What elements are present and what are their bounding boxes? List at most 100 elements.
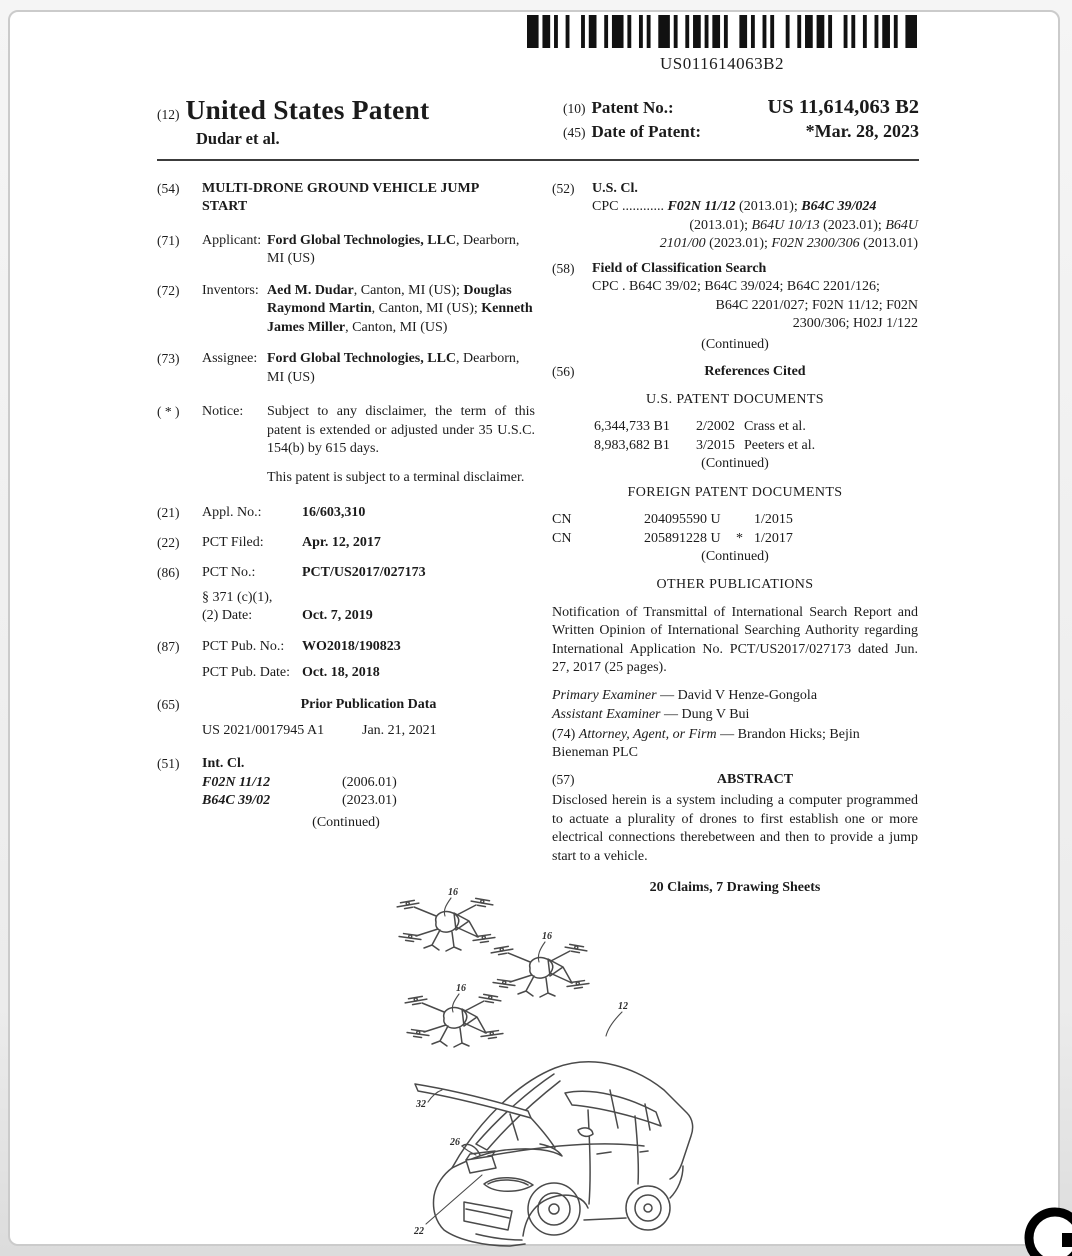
prior-pub-number: US 2021/0017945 A1: [202, 722, 325, 738]
pct-filed-value: Apr. 12, 2017: [302, 534, 381, 550]
pct-371-line: § 371 (c)(1),: [202, 589, 273, 605]
byline: Dudar et al.: [196, 129, 280, 148]
code-86: (86): [157, 565, 180, 581]
figure-label-drone-2: 16: [542, 931, 552, 942]
date-label: Date of Patent:: [591, 122, 702, 141]
citation-name: Crass et al.: [744, 419, 806, 435]
citation-number: 204095590 U: [644, 512, 721, 528]
citation-date: 3/2015: [696, 437, 735, 453]
prior-pub-heading: Prior Publication Data: [300, 697, 437, 713]
notice-body: Subject to any disclaimer, the term of t…: [267, 403, 535, 487]
code-71: (71): [157, 232, 180, 248]
int-cl-class: B64C 39/02: [202, 793, 271, 809]
code-21: (21): [157, 505, 180, 521]
cpc-line-3: 2101/00 (2023.01); F02N 2300/306 (2013.0…: [659, 236, 918, 252]
foreign-citation-row: CN 204095590 U 1/2015: [552, 511, 918, 529]
int-cl-heading: Int. Cl.: [202, 756, 245, 772]
foreign-citation-row: CN 205891228 U * 1/2017: [552, 530, 918, 548]
applicant-name: Ford Global Technologies, LLC: [267, 232, 457, 248]
section-notice: ( * ) Notice: Subject to any disclaimer,…: [157, 403, 535, 487]
assistant-examiner-line: Assistant Examiner — Dung V Bui: [552, 706, 918, 724]
applicant-rest: , Dearborn, MI (US): [267, 232, 520, 267]
code-54: (54): [157, 181, 180, 196]
pct-pub-date-label: PCT Pub. Date:: [202, 664, 291, 680]
field-search-line-3: 2300/306; H02J 1/122: [792, 316, 918, 332]
figure-label-vehicle: 12: [618, 1001, 628, 1012]
section-56-references: (56) References Cited U.S. PATENT DOCUME…: [552, 363, 918, 566]
citation-number: 6,344,733 B1: [594, 419, 670, 435]
figure-drawing: 16 16 16: [395, 887, 694, 1247]
cpc-line-1: CPC ............ F02N 11/12 (2013.01); B…: [592, 199, 877, 215]
section-72-inventors: (72) Inventors: Aed M. Dudar, Canton, MI…: [157, 282, 535, 337]
us-cl-heading: U.S. Cl.: [592, 181, 638, 196]
code-65: (65): [157, 697, 180, 713]
section-21-appl-no: (21) Appl. No.: 16/603,310: [157, 504, 535, 522]
code-52: (52): [552, 181, 575, 196]
pct-no-value: PCT/US2017/027173: [302, 565, 426, 581]
header-left: (12)United States Patent Dudar et al.: [157, 94, 429, 149]
field-search-line-1: CPC . B64C 39/02; B64C 39/024; B64C 2201…: [592, 279, 880, 295]
int-cl-version: (2006.01): [342, 774, 397, 790]
int-cl-class: F02N 11/12: [202, 774, 271, 790]
section-54-title: (54) MULTI-DRONE GROUND VEHICLE JUMP STA…: [157, 180, 535, 217]
section-87-pct-pub: (87) PCT Pub. No.: WO2018/190823 PCT Pub…: [157, 638, 535, 682]
patent-front-page: US011614063B2 (12)United States Patent D…: [8, 10, 1060, 1247]
assignee-name: Ford Global Technologies, LLC: [267, 351, 457, 367]
abstract-heading: ABSTRACT: [716, 771, 794, 787]
primary-examiner-name: — David V Henze-Gongola: [656, 687, 818, 703]
citation-date: 2/2002: [696, 419, 735, 435]
us-citation-row: 8,983,682 B1 3/2015 Peeters et al.: [552, 437, 918, 455]
field-search-heading: Field of Classification Search: [592, 260, 767, 276]
notice-paragraph-1: Subject to any disclaimer, the term of t…: [267, 404, 535, 457]
pct-date-value: Oct. 7, 2019: [302, 607, 373, 623]
patent-date-row: (45) Date of Patent: *Mar. 28, 2023: [563, 121, 919, 142]
citation-country: CN: [552, 512, 572, 528]
kind-code: (12): [157, 107, 180, 122]
figure-label-battery: 26: [449, 1137, 460, 1148]
citation-name: Peeters et al.: [744, 437, 816, 453]
patent-no-code: (10): [563, 101, 586, 116]
inventor-name: Aed M. Dudar: [267, 282, 354, 298]
code-57: (57): [552, 771, 575, 787]
code-72: (72): [157, 282, 180, 298]
figure-vehicle: [414, 1061, 694, 1247]
section-86-pct-no: (86) PCT No.: PCT/US2017/027173 § 371 (c…: [157, 564, 535, 625]
patent-no-label: Patent No.:: [591, 98, 674, 117]
barcode-icon: [527, 15, 917, 48]
prior-pub-date: Jan. 21, 2021: [362, 722, 437, 738]
other-pubs-body: Notification of Transmittal of Internati…: [552, 604, 918, 676]
notice-label: Notice:: [202, 404, 244, 420]
us-patent-docs-heading: U.S. PATENT DOCUMENTS: [646, 391, 824, 407]
code-73: (73): [157, 351, 180, 367]
citation-number: 8,983,682 B1: [594, 437, 670, 453]
watermark-logo-icon: [1024, 1207, 1072, 1256]
section-52-us-cl: (52) U.S. Cl. CPC ............ F02N 11/1…: [552, 180, 918, 254]
primary-examiner-line: Primary Examiner — David V Henze-Gongola: [552, 687, 918, 705]
figure-label-hood: 32: [415, 1099, 426, 1110]
assignee-value: Ford Global Technologies, LLC, Dearborn,…: [267, 350, 535, 387]
section-57-abstract: (57) ABSTRACT Disclosed herein is a syst…: [552, 771, 918, 898]
appl-no-label: Appl. No.:: [202, 505, 262, 521]
citation-country: CN: [552, 530, 572, 546]
header-right: (10) Patent No.: US 11,614,063 B2 (45) D…: [563, 96, 919, 144]
pct-pub-no-value: WO2018/190823: [302, 639, 401, 655]
pct-date-label: (2) Date:: [202, 607, 253, 623]
section-73-assignee: (73) Assignee: Ford Global Technologies,…: [157, 350, 535, 387]
abstract-body: Disclosed herein is a system including a…: [552, 793, 918, 864]
int-cl-version: (2023.01): [342, 793, 397, 809]
continued-note: (Continued): [701, 336, 769, 352]
pct-filed-label: PCT Filed:: [202, 534, 264, 550]
code-58: (58): [552, 260, 575, 276]
other-pubs-heading: OTHER PUBLICATIONS: [656, 577, 814, 593]
code-56: (56): [552, 364, 575, 380]
continued-note: (Continued): [701, 456, 769, 472]
section-58-field-search: (58) Field of Classification Search CPC …: [552, 260, 918, 354]
applicant-label: Applicant:: [202, 232, 262, 248]
assignee-rest: , Dearborn, MI (US): [267, 351, 520, 385]
attorney-label: Attorney, Agent, or Firm: [578, 726, 717, 742]
code-74: (74): [552, 726, 579, 742]
code-87: (87): [157, 639, 180, 655]
citation-date: 1/2017: [754, 530, 793, 546]
citation-number: 205891228 U: [644, 530, 721, 546]
